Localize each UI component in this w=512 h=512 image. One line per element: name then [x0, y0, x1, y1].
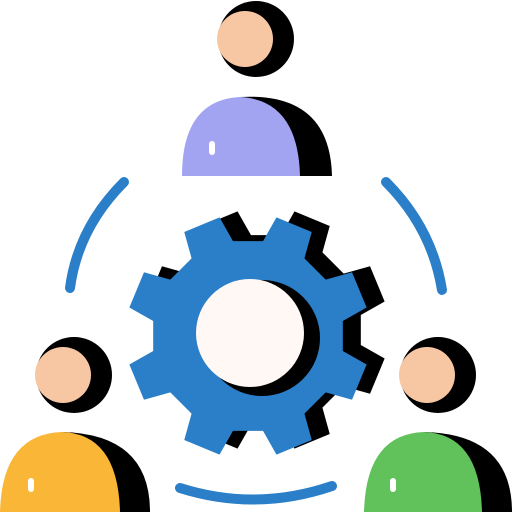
- gear-hub: [196, 279, 304, 387]
- orbit-arcs: [65, 177, 447, 505]
- person-bottom-right: [364, 337, 512, 512]
- person-right-body: [364, 432, 482, 512]
- person-top-highlight: [209, 141, 215, 155]
- person-top: [182, 1, 332, 176]
- person-top-body: [182, 97, 300, 176]
- person-left-head: [35, 347, 91, 403]
- orbit-arc-bottom: [175, 481, 337, 505]
- person-top-head: [217, 11, 273, 67]
- person-right-highlight: [390, 478, 396, 492]
- orbit-arc-left: [65, 177, 129, 293]
- person-left-body: [0, 432, 120, 512]
- person-bottom-left: [0, 337, 150, 512]
- person-right-head: [399, 347, 455, 403]
- orbit-arc-right: [381, 177, 447, 295]
- person-left-highlight: [28, 478, 34, 492]
